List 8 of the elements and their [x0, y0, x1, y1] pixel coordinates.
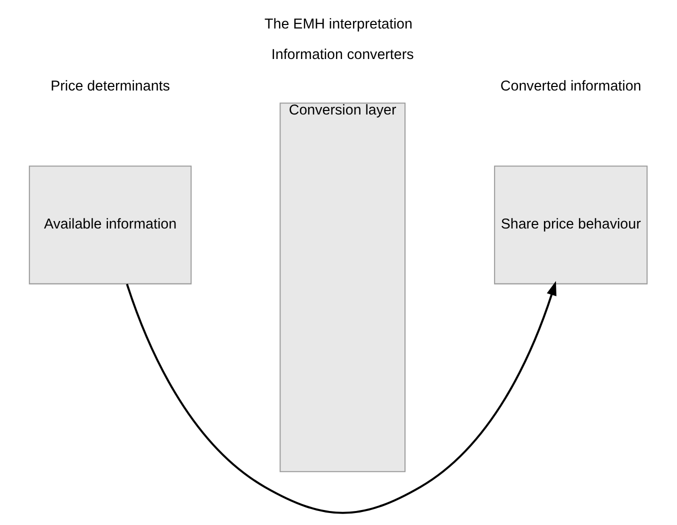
- diagram-title: The EMH interpretation: [264, 16, 412, 32]
- node-box: Share price behaviour: [494, 165, 648, 284]
- label: Price determinants: [50, 78, 170, 94]
- node-box: Conversion layer: [280, 102, 406, 472]
- label: Converted information: [500, 78, 642, 94]
- node-box: Available information: [28, 165, 192, 284]
- label: Information converters: [271, 46, 414, 62]
- arrow: [126, 280, 556, 514]
